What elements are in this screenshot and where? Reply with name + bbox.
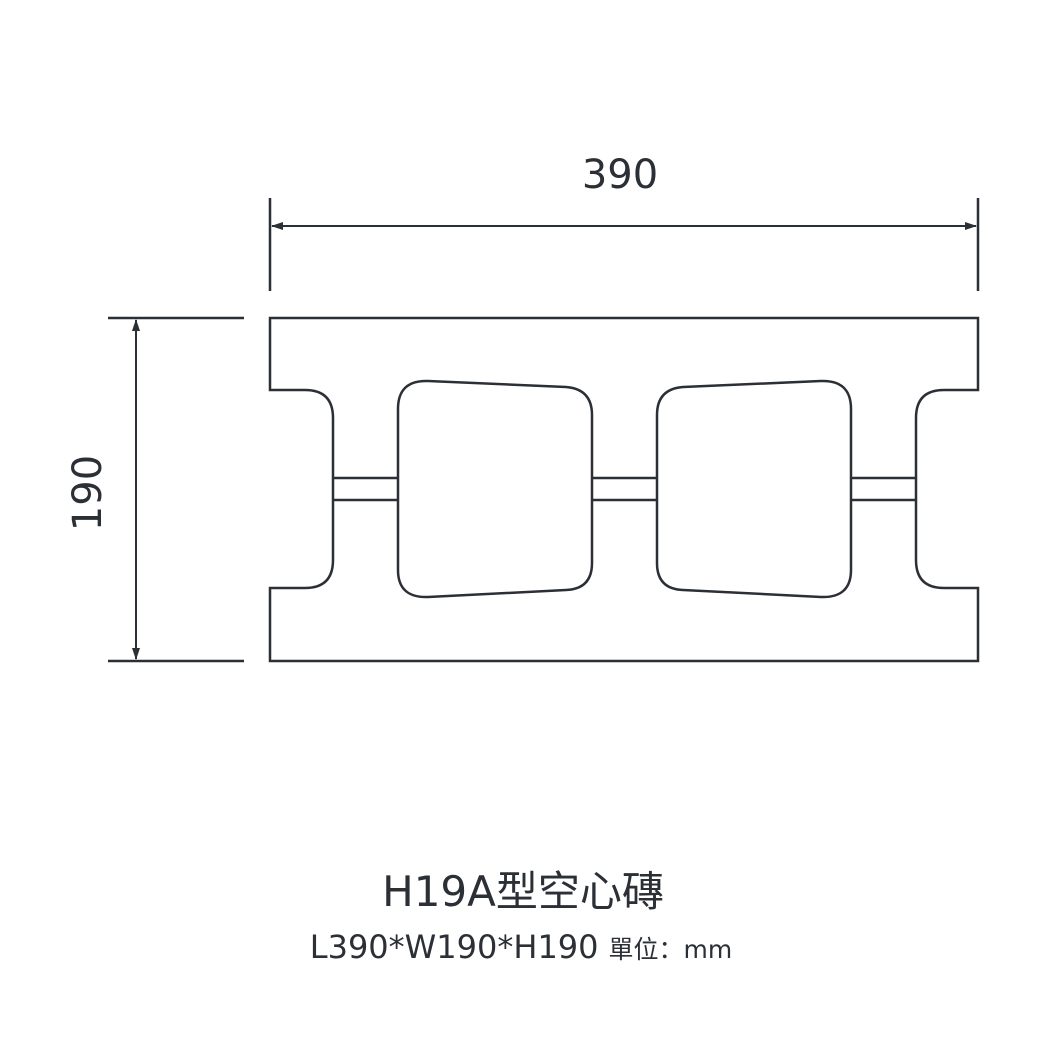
brick-outline <box>268 316 980 663</box>
product-title: H19A型空心磚 <box>382 867 664 916</box>
web-lines <box>333 476 916 502</box>
spec-line: L390*W190*H190 單位：mm <box>0 928 1042 966</box>
spec-dimensions: L390*W190*H190 <box>309 928 599 966</box>
cavity-left <box>396 379 594 599</box>
unit-label: 單位：mm <box>608 935 733 964</box>
height-dimension-label: 190 <box>65 454 111 532</box>
length-dimension-label: 390 <box>581 152 659 198</box>
cavity-right <box>655 379 853 599</box>
